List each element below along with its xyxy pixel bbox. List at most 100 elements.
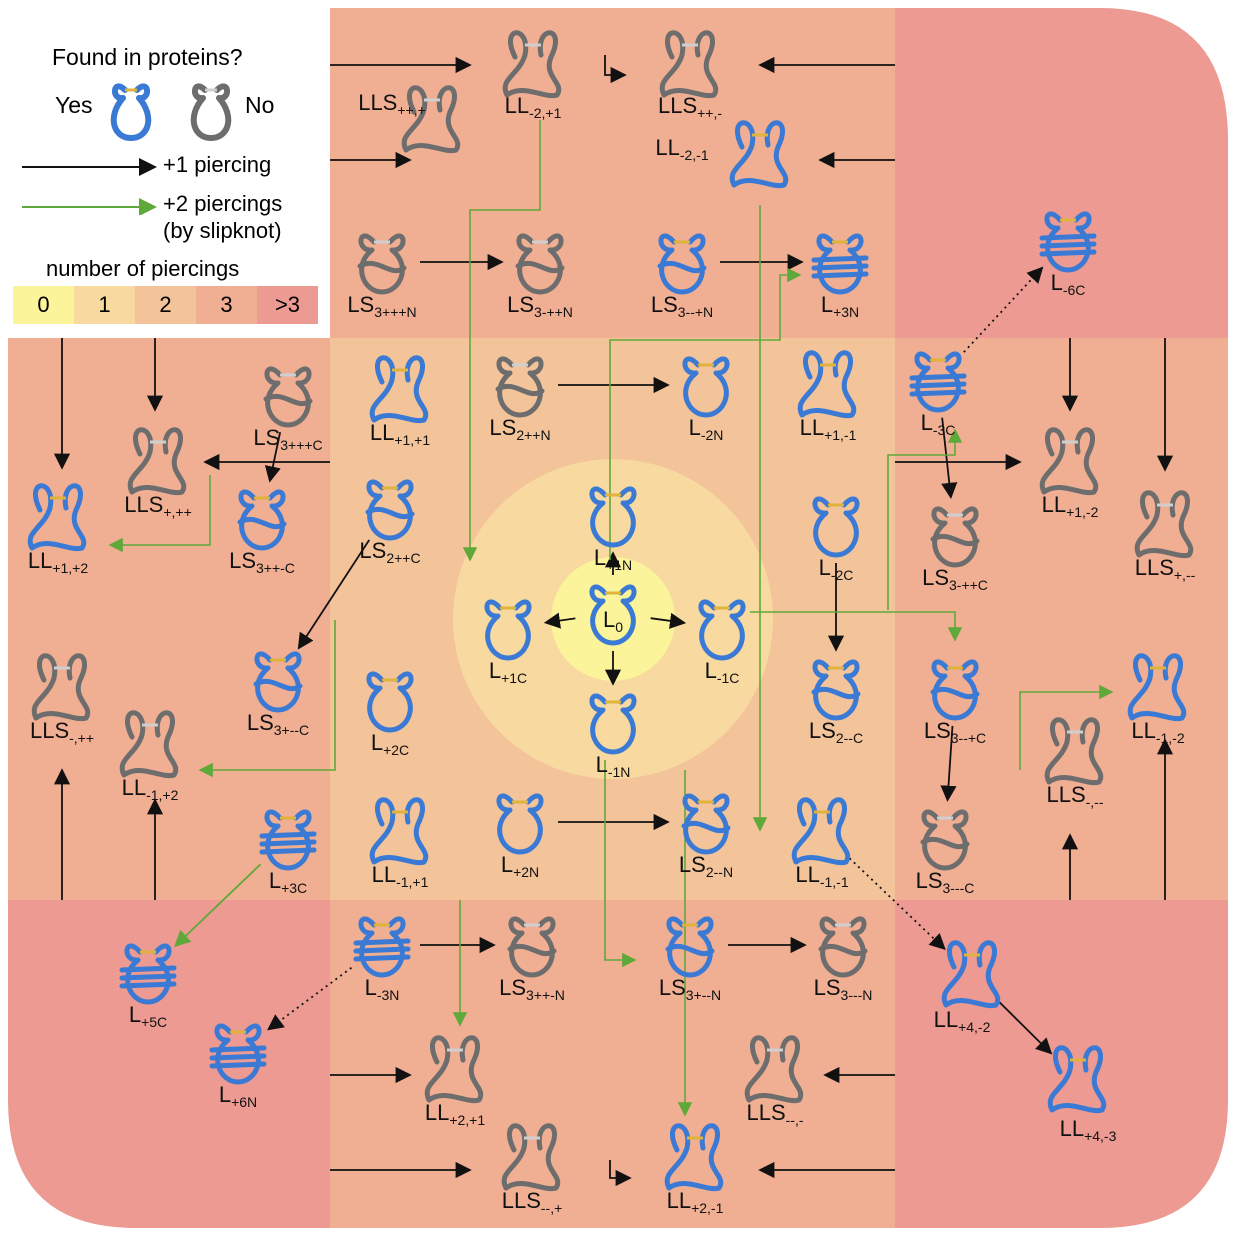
knot-node-lp1n: L+1N [589,486,637,573]
knot-node-lp6n: L+6N [209,1023,267,1110]
knot-node-llp4_m3: LL+4,-3 [1047,1045,1117,1144]
knot-shape-llp2_p1 [424,1035,484,1104]
knot-node-llp4_m2: LL+4,-2 [934,940,1001,1035]
knot-shape-llm1_p1 [369,797,429,866]
knot-shape-ls3mmpc [930,659,980,721]
knot-label-llm1_m1: LL-1,-1 [795,862,848,890]
edge-l0-to-lm1c [650,612,687,629]
knot-node-ls3mmpc: LS3--+C [924,659,986,746]
knot-node-lp5c: L+5C [119,943,177,1030]
knot-node-llsm_pp: LLS-,++ [30,653,94,746]
knot-shape-lm2c [812,496,860,558]
knot-shape-l0 [589,584,637,646]
knot-shape-llp1_p1 [369,355,429,424]
knot-label-llp1_p1: LL+1,+1 [370,420,431,448]
knot-node-lm2n: L-2N [682,356,730,443]
green-route-3 [108,475,211,553]
knot-label-llp4_m2: LL+4,-2 [934,1007,991,1035]
knot-shape-llm1_m2 [1127,653,1187,722]
knot-label-ls3pppn: LS3+++N [347,292,416,320]
knot-shape-lp1c [484,599,532,661]
knot-node-ls3mmmc: LS3---C [916,809,974,896]
knot-label-llp4_m3: LL+4,-3 [1060,1116,1117,1144]
knot-label-llm1_m2: LL-1,-2 [1131,718,1184,746]
knot-label-llspp_p: LLS++,+ [358,90,426,118]
knot-shape-ls2ppn [495,356,545,418]
knot-label-llsmm_p: LLS--,+ [502,1188,563,1216]
route-line-18 [604,55,627,84]
knot-node-ls2ppn: LS2++N [489,356,551,443]
knot-node-llsp_mm: LLS+,-- [1135,490,1196,583]
knot-node-ls3pppc: LS3+++C [253,366,323,453]
knot-node-llspp_p: LLS++,+ [358,85,461,154]
knot-shape-ls3mmmc [920,809,970,871]
knot-label-lm2c: L-2C [819,555,854,583]
knot-label-llsmm_m: LLS--,- [746,1100,803,1128]
knot-label-lm1c: L-1C [705,658,740,686]
knot-label-lp6n: L+6N [219,1082,257,1110]
knot-shape-lp3c [259,809,317,871]
knot-node-lp3c: L+3C [259,809,317,896]
knot-shape-ls3pppn [357,233,407,295]
knot-label-lp2n: L+2N [501,852,539,880]
knot-shape-lm3n [353,916,411,978]
knot-shape-lp2n [496,793,544,855]
knot-shape-ls2mmn [681,793,731,855]
knot-node-llp1_p2: LL+1,+2 [27,483,88,576]
knot-label-llsp_mm: LLS+,-- [1135,555,1196,583]
knot-label-llm2_m1: LL-2,-1 [655,135,708,163]
knot-label-lp1n: L+1N [594,545,632,573]
knot-node-llsm_mm: LLS-,-- [1044,717,1104,810]
scale-cell-3: 3 [196,286,257,324]
knot-shape-llp1_p2 [27,483,87,552]
green-route-0 [462,120,541,562]
green-route-5 [1019,684,1114,770]
knot-label-l0: L0 [603,607,623,635]
knot-node-llspp_m: LLS++,- [658,30,722,121]
green-arrows [108,120,1114,1117]
knot-shape-lp1n [589,486,637,548]
knot-label-lm2n: L-2N [689,415,724,443]
knot-label-ls3mmpn: LS3--+N [651,292,713,320]
zone-0-region [551,557,675,681]
knot-node-lm3n: L-3N [353,916,411,1003]
legend-arrows [22,158,157,215]
knot-label-llp1_m1: LL+1,-1 [800,415,857,443]
knot-label-lm6c: L-6C [1051,270,1086,298]
edge-ls2ppc-to-ls3pmmc [297,539,371,650]
green-route-7 [887,428,963,610]
knot-label-ls3mpc: LS3-++C [922,565,988,593]
knot-label-ls2mmc: LS2--C [809,718,863,746]
knot-shape-ls3ppmc [237,489,287,551]
knot-node-llp2_p1: LL+2,+1 [424,1035,485,1128]
knot-shape-ls2mmc [811,659,861,721]
green-route-10 [604,760,637,968]
legend-green-line1: +2 piercings [163,191,283,216]
knot-node-lp2n: L+2N [496,793,544,880]
legend-no-label: No [245,92,275,118]
knot-node-llsmm_p: LLS--,+ [501,1123,563,1216]
knot-node-ls3ppmn: LS3++-N [499,916,565,1003]
legend-scale-title: number of piercings [46,256,240,281]
knot-shape-llp1_m2 [1039,427,1099,496]
edge-l0-to-lp1c [543,612,576,629]
gray-loop-icon [190,83,232,142]
knot-label-ls3ppmn: LS3++-N [499,975,565,1003]
knot-shape-lp6n [209,1023,267,1085]
legend-black-arrow-label: +1 piercing [163,152,272,177]
knot-node-ls3mpc: LS3-++C [922,506,988,593]
knot-node-ls3pppn: LS3+++N [347,233,417,320]
knot-shape-llsmm_p [501,1123,561,1192]
zone-background [8,8,1228,1228]
knot-node-ls2ppc: LS2++C [359,479,421,566]
knot-shape-llsm_pp [31,653,91,722]
zone-3-bottom [330,900,895,1228]
knot-node-llm2_p1: LL-2,+1 [502,30,562,121]
knot-shape-ls3mpc [930,506,980,568]
knot-node-llp1_p1: LL+1,+1 [369,355,431,448]
knot-node-llsmm_m: LLS--,- [744,1035,804,1128]
knot-node-ls2mmn: LS2--N [679,793,733,880]
scale-cell-4: >3 [257,286,318,324]
